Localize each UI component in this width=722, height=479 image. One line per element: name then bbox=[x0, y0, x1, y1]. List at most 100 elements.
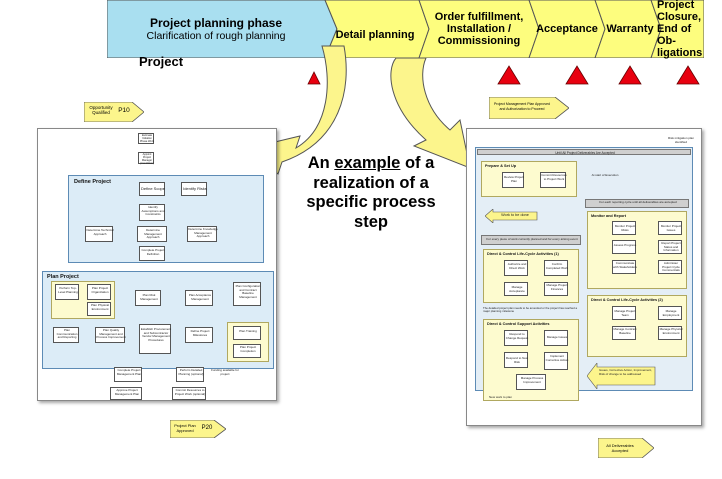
box-estimate: Estimate Initiation Phase Work bbox=[138, 133, 155, 144]
plan-project-title: Plan Project bbox=[47, 274, 79, 280]
panel-plan-project: Plan Project Perform Top-Level Planning … bbox=[42, 271, 274, 369]
phase-acceptance-label: Acceptance bbox=[536, 23, 598, 35]
new-work-note: New work to plan bbox=[489, 395, 513, 399]
milestone-triangle-4 bbox=[618, 65, 642, 85]
left-flag-top-text: Opportunity Qualified bbox=[89, 105, 113, 115]
left-flag-bottom-text: Project Plan Approved bbox=[174, 423, 196, 433]
box-assess-progress: Assess Progress bbox=[612, 240, 636, 254]
box-communicate: Communicate with Stakeholders bbox=[612, 260, 637, 274]
box-commit-resources-right: Commit Resources to Project Work bbox=[540, 172, 567, 188]
issue-note-arrow bbox=[587, 363, 656, 389]
project-label: Project bbox=[139, 54, 184, 69]
box-manage-employment: Manage Employment bbox=[658, 306, 682, 320]
phase-closure-line4: ligations bbox=[657, 47, 703, 59]
box-perform-schedule: Perform Detailed Planning (optional) bbox=[176, 367, 204, 382]
box-authorize: Authorize and Direct Work bbox=[504, 260, 528, 276]
right-flag-top-text: Project Management Plan Approved and Aut… bbox=[493, 102, 551, 111]
box-plan-completion: Plan Project Completion bbox=[233, 344, 261, 358]
start-execution-note: At start of Execution bbox=[591, 173, 619, 177]
box-implement: Implement Corrective Action bbox=[544, 352, 568, 370]
box-manage-finances: Manage Project Finances bbox=[544, 282, 568, 296]
example-line1: An example of a bbox=[307, 154, 435, 172]
panel-prepare: Prepare & Set Up Review Project Plan Com… bbox=[481, 161, 577, 197]
phase-detail-label: Detail planning bbox=[335, 29, 415, 41]
box-approve-plan: Approve Project Management Plan bbox=[110, 387, 142, 400]
box-monitor-risks: Monitor Project Risks bbox=[612, 221, 636, 235]
milestone-triangle-2 bbox=[497, 65, 521, 85]
left-flag-bottom-code: P20 bbox=[201, 425, 213, 431]
box-perform-toplevel: Perform Top-Level Planning bbox=[55, 284, 79, 300]
box-plan-risk: Plan Risk Management bbox=[135, 290, 161, 306]
panel-monitor: Monitor and Report Monitor Project Risks… bbox=[587, 211, 687, 289]
box-identify-assumptions: Identify Assumptions and Constraints bbox=[139, 204, 165, 221]
panel-direct-2: Direct & Control Life-Cycle Activities (… bbox=[587, 295, 687, 357]
box-plan-training: Plan Training bbox=[233, 326, 261, 340]
right-flag-bottom-text: All Deliverables Accepted bbox=[606, 443, 634, 453]
right-flag-bottom: All Deliverables Accepted bbox=[598, 438, 654, 458]
box-establish-procurement: Establish Procurement and Subcontractor … bbox=[139, 324, 171, 354]
box-manage-team: Manage Project Team bbox=[612, 306, 636, 320]
left-flag-top-code: P10 bbox=[118, 107, 130, 114]
header-bar-deliverables: Until All Project Deliverables Are Accep… bbox=[477, 149, 691, 155]
phase-planning-title: Project planning phase bbox=[149, 15, 283, 30]
milestone-triangle-3 bbox=[565, 65, 589, 85]
example-line3: specific process bbox=[306, 193, 436, 211]
left-flag-top: Opportunity Qualified P10 bbox=[84, 102, 144, 122]
box-respond-change: Respond to Change Request bbox=[504, 330, 528, 346]
box-plan-configuration: Plan Configuration and Contract Baseline… bbox=[233, 282, 261, 306]
phase-planning: Project planning phase Clarification of … bbox=[107, 0, 325, 58]
box-manage-issues: Manage Issues bbox=[544, 330, 568, 346]
milestone-triangle-1 bbox=[307, 71, 321, 85]
phase-acceptance: Acceptance bbox=[533, 0, 601, 58]
curved-arrow-right bbox=[390, 57, 471, 169]
box-review-plan: Review Project Plan bbox=[502, 172, 524, 188]
phase-warranty-shape bbox=[594, 0, 662, 58]
box-manage-acceptance: Manage Acceptance bbox=[504, 282, 528, 296]
phase-closure-shape bbox=[650, 0, 704, 58]
right-document: Risk mitigation plan identified Until Al… bbox=[466, 128, 702, 426]
box-manage-physical: Manage Physical Environment bbox=[658, 326, 682, 340]
box-report-status: Report Project Status and Information bbox=[658, 240, 682, 254]
header-bar-periodic: For each reporting cycle until all deliv… bbox=[585, 199, 689, 208]
phase-order: Order fulfillment, Installation / Commis… bbox=[425, 0, 533, 58]
box-complete-definition: Complete Project Definition bbox=[139, 246, 165, 261]
phase-order-line2: Installation / bbox=[446, 23, 512, 35]
box-plan-environment: Plan Physical Environment bbox=[87, 302, 111, 316]
phase-closure-line1: Project bbox=[657, 0, 695, 11]
phase-bar-shapes bbox=[107, 0, 704, 58]
work-to-be-done-arrow bbox=[485, 209, 538, 223]
example-caption: An example of a realization of a specifi… bbox=[296, 154, 446, 232]
right-flag-top: Project Management Plan Approved and Aut… bbox=[489, 97, 569, 119]
example-line4: step bbox=[354, 212, 388, 231]
box-define-milestones: Define Project Milestones bbox=[185, 327, 213, 343]
box-complete-plan: Complete Project Management Plan bbox=[114, 367, 142, 382]
box-determine-knowledge: Determine Knowledge Management Approach bbox=[187, 226, 218, 242]
box-confirm: Confirm Completed Work bbox=[544, 260, 568, 276]
box-plan-communication: Plan Communication and Reporting bbox=[53, 327, 79, 343]
box-determine-technical: Determine Technical Approach bbox=[85, 226, 114, 242]
left-document: Estimate Initiation Phase Work Appoint P… bbox=[37, 128, 277, 401]
box-plan-acceptance: Plan Acceptance Management bbox=[185, 290, 213, 306]
phase-closure-line2: Closure, bbox=[657, 11, 702, 23]
phase-warranty: Warranty bbox=[601, 0, 659, 58]
phase-acceptance-shape bbox=[528, 0, 606, 58]
example-line2: realization of a bbox=[313, 173, 429, 192]
box-define-scope: Define Scope bbox=[139, 182, 165, 196]
define-project-title: Define Project bbox=[74, 179, 111, 185]
box-identify-risks: Identify Risks bbox=[181, 182, 207, 196]
panel-define-project: Define Project Define Scope Identify Ris… bbox=[68, 175, 264, 263]
box-appoint: Appoint Project Manager (Candidate) bbox=[138, 152, 154, 165]
example-underlined: example bbox=[334, 154, 401, 172]
box-administer: Administer Project Cycle Commercials bbox=[658, 260, 682, 274]
panel-support: Direct & Control Support Activities Resp… bbox=[483, 319, 579, 401]
panel-direct-1: Direct & Control Life-Cycle Activities (… bbox=[483, 249, 579, 303]
box-manage-improvement: Manage Process Improvement bbox=[516, 374, 546, 390]
phase-order-line3: Commissioning bbox=[437, 35, 521, 47]
box-monitor-issues: Monitor Project Issues bbox=[658, 221, 682, 235]
box-plan-organization: Plan Project Organization bbox=[87, 284, 111, 300]
work-to-be-done-label: Work to be done bbox=[501, 213, 529, 217]
box-manage-contract: Manage Contract Baseline bbox=[612, 326, 637, 340]
milestone-triangle-5 bbox=[676, 65, 700, 85]
phase-bar: Project planning phase Clarification of … bbox=[107, 0, 704, 59]
left-flag-bottom: Project Plan Approved P20 bbox=[170, 420, 226, 438]
